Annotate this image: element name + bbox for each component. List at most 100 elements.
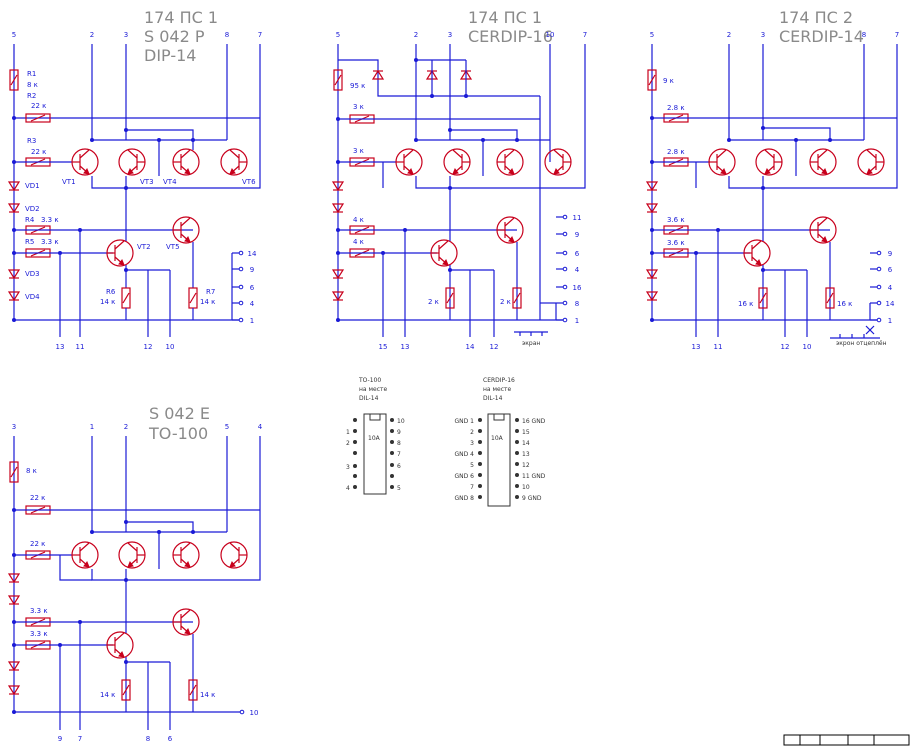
c1-vt5 <box>172 216 200 244</box>
c1-right-pin: 6 <box>250 284 255 292</box>
c2-r2b-label: 2 к <box>500 298 511 306</box>
transistor-arrow <box>127 560 134 568</box>
junction-dot <box>336 117 340 121</box>
pin-3: 3 <box>448 31 452 39</box>
resistor-body <box>758 287 768 309</box>
pin-11: 11 <box>714 343 723 351</box>
junction-dot <box>464 94 468 98</box>
transistor-arrow <box>229 167 236 175</box>
adapter1-right-pin-label: 9 <box>397 429 401 436</box>
junction-dot <box>761 126 765 130</box>
c4-r33b-label: 3.3 к <box>30 630 48 638</box>
transistor-collector <box>504 217 515 227</box>
pin-15: 15 <box>379 343 388 351</box>
adapter2-title-line3: DIL-14 <box>483 395 503 402</box>
junction-dot <box>157 138 161 142</box>
diode-triangle <box>331 269 345 280</box>
c3-r28a-label: 2.8 к <box>667 104 685 112</box>
diode-triangle <box>7 291 21 302</box>
c1-vt2 <box>106 239 134 267</box>
c2-vt3 <box>443 148 471 176</box>
circuit4-title-line2: TO-100 <box>149 424 209 443</box>
c2-right-terminal <box>562 266 568 272</box>
adapter1-left-pin-label: 3 <box>346 464 350 471</box>
c3-d3 <box>645 269 659 280</box>
junction-dot <box>761 186 765 190</box>
transistor-arrow <box>127 167 134 175</box>
c4-vt3 <box>118 541 146 569</box>
c2-right-terminal <box>562 284 568 290</box>
resistor-slash <box>826 292 834 304</box>
c1-r7-name: R7 <box>206 288 215 296</box>
resistor-body <box>333 69 343 91</box>
transistor-arrow <box>755 258 762 266</box>
junction-dot <box>12 318 16 322</box>
circuit1-title-line1: 174 ПС 1 <box>144 8 219 27</box>
transistor-collector <box>403 149 414 159</box>
wire <box>728 162 898 189</box>
pin-3: 3 <box>12 423 16 431</box>
junction-dot <box>124 186 128 190</box>
c1-right-terminal <box>238 317 244 323</box>
adapter2-left-pin-label: GND 6 <box>455 473 475 480</box>
adapter1-chip-label: 10А <box>368 435 381 442</box>
c3-right-terminal <box>876 300 882 306</box>
adapter2-right-pin-label: 14 <box>522 440 530 447</box>
diode-triangle <box>7 661 21 672</box>
transistor-arrow <box>184 560 191 568</box>
pin-2: 2 <box>90 31 94 39</box>
c2-right-pin: 6 <box>575 250 580 258</box>
c1-vd1 <box>7 181 21 192</box>
adapter1-right-pin-label: 7 <box>397 451 401 458</box>
circuit1-title-line3: DIP-14 <box>144 46 197 65</box>
adapter2-left-pin-label: GND 1 <box>455 418 475 425</box>
transistor-arrow <box>720 167 727 175</box>
adapter2-title-line2: на месте <box>483 386 512 393</box>
junction-dot <box>381 251 385 255</box>
c2-right-terminal <box>562 317 568 323</box>
transistor-collector <box>79 149 90 159</box>
c4-r14b <box>188 679 198 701</box>
c1-r5-value: 3.3 к <box>41 238 59 246</box>
c2-r95 <box>333 69 343 91</box>
c4-r22b-label: 22 к <box>30 540 45 548</box>
c1-vt1 <box>71 148 99 176</box>
junction-dot <box>58 643 62 647</box>
c2-right-pin: 8 <box>575 300 579 308</box>
transistor-arrow <box>866 167 873 175</box>
c4-d4 <box>7 685 21 696</box>
adapter1-right-pin <box>390 463 394 467</box>
pin-8: 8 <box>146 735 150 743</box>
wire <box>91 555 261 581</box>
c1-vt6 <box>220 148 248 176</box>
junction-dot <box>403 228 407 232</box>
wire <box>59 555 92 581</box>
junction-dot <box>650 160 654 164</box>
c3-r16a-label: 16 к <box>738 300 753 308</box>
c3-r36a-label: 3.6 к <box>667 216 685 224</box>
resistor-slash <box>10 74 18 86</box>
junction-dot <box>124 128 128 132</box>
resistor-body <box>25 113 51 123</box>
resistor-body <box>188 679 198 701</box>
transistor-arrow <box>83 560 90 568</box>
pin-4: 4 <box>258 423 263 431</box>
adapter2-right-pin <box>515 473 519 477</box>
c2-right-pin: 4 <box>575 266 580 274</box>
title-block <box>783 734 910 746</box>
c4-r8 <box>9 461 19 483</box>
c3-r16b-label: 16 к <box>837 300 852 308</box>
wire <box>126 129 194 140</box>
junction-dot <box>448 186 452 190</box>
junction-dot <box>12 643 16 647</box>
c1-right-pin: 4 <box>250 300 255 308</box>
transistor-arrow <box>184 235 191 243</box>
pin-9: 9 <box>58 735 62 743</box>
pin-13: 13 <box>56 343 65 351</box>
c1-r4-name: R4 <box>25 216 35 224</box>
c3-d2 <box>645 203 659 214</box>
transistor-arrow <box>184 167 191 175</box>
c2-r3a-label: 3 к <box>353 103 364 111</box>
wire <box>338 59 540 97</box>
pin-10: 10 <box>546 31 555 39</box>
